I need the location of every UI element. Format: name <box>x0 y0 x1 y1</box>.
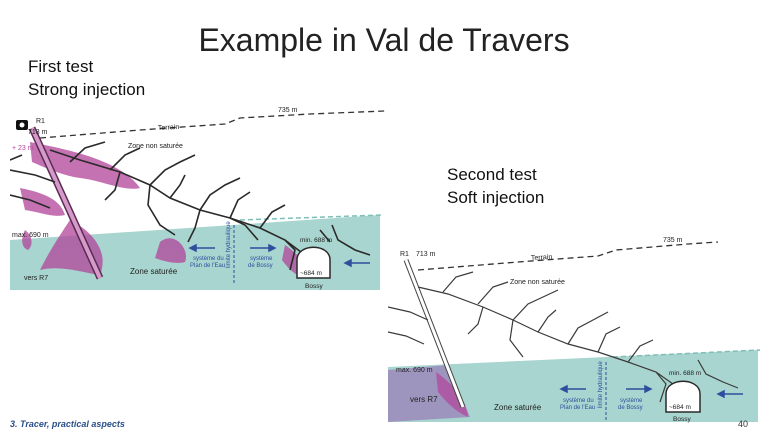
vers-r7-label: vers R7 <box>24 275 48 282</box>
terrain-label: Terrain <box>158 124 180 132</box>
min688-label: min. 688 m <box>669 370 701 377</box>
second-test-diagram: R1 713 m Terrain 735 m Zone non saturée … <box>388 237 761 423</box>
systeme-bossy-label-1: système <box>250 256 273 262</box>
terrain-line <box>39 110 386 139</box>
elev-735-label: 735 m <box>278 107 298 114</box>
zone-non-saturee-label: Zone non saturée <box>128 143 183 150</box>
first-test-label: First test <box>28 57 94 76</box>
first-test-diagram: R1 713 m + 23 m Terrain 735 m Zone non s… <box>10 107 386 290</box>
second-test-heading: Second test Soft injection <box>447 163 544 209</box>
soft-injection-label: Soft injection <box>447 188 545 207</box>
bossy-spring <box>665 380 701 413</box>
second-test-label: Second test <box>447 165 537 184</box>
r1-label: R1 <box>36 118 45 125</box>
systeme-bossy-label-1: système <box>620 398 643 404</box>
bossy-label: Bossy <box>673 416 691 423</box>
systeme-plan-eau-label-2: Plan de l'Eau <box>560 405 595 411</box>
approx684-label: ~684 m <box>300 270 322 277</box>
zone-saturee-label: Zone saturée <box>130 267 178 276</box>
limite-hydraulique-label: limite hydraulique <box>226 221 232 268</box>
min688-label: min. 688 m <box>300 237 332 244</box>
page-number: 40 <box>738 419 749 429</box>
karst-network <box>10 141 371 271</box>
approx684-label: ~684 m <box>669 404 691 411</box>
slide-title: Example in Val de Travers <box>198 22 570 58</box>
zone-saturee-label: Zone saturée <box>494 403 542 412</box>
systeme-plan-eau-label-1: système du <box>193 256 224 262</box>
limite-hydraulique-label: limite hydraulique <box>598 361 604 408</box>
flow-arrows <box>188 243 370 268</box>
flow-arrows <box>559 384 743 399</box>
max690-label: max. 690 m <box>12 232 49 239</box>
tracer-cloud <box>388 365 470 422</box>
elev-735-label: 735 m <box>663 237 683 244</box>
strong-injection-label: Strong injection <box>28 80 146 99</box>
systeme-plan-eau-label-1: système du <box>563 398 594 404</box>
vers-r7-label: vers R7 <box>410 395 438 404</box>
karst-network <box>388 271 739 403</box>
tracer-plumes <box>20 142 307 278</box>
injection-icon <box>16 120 28 130</box>
bossy-label: Bossy <box>305 283 323 290</box>
systeme-plan-eau-label-2: Plan de l'Eau <box>190 263 225 269</box>
bossy-spring <box>296 246 331 279</box>
plus23-label: + 23 m <box>12 145 34 152</box>
elev-713-label: 713 m <box>416 251 436 258</box>
first-test-heading: First test Strong injection <box>28 55 145 101</box>
r1-label: R1 <box>400 251 409 258</box>
systeme-bossy-label-2: de Bossy <box>248 263 273 269</box>
systeme-bossy-label-2: de Bossy <box>618 405 643 411</box>
zone-non-saturee-label: Zone non saturée <box>510 279 565 286</box>
saturated-zone <box>10 215 380 290</box>
terrain-line <box>417 241 719 271</box>
terrain-label: Terrain <box>531 254 553 262</box>
max690-label: max. 690 m <box>396 367 433 374</box>
footer-section-label: 3. Tracer, practical aspects <box>10 419 125 429</box>
elev-713-label: 713 m <box>28 129 48 136</box>
